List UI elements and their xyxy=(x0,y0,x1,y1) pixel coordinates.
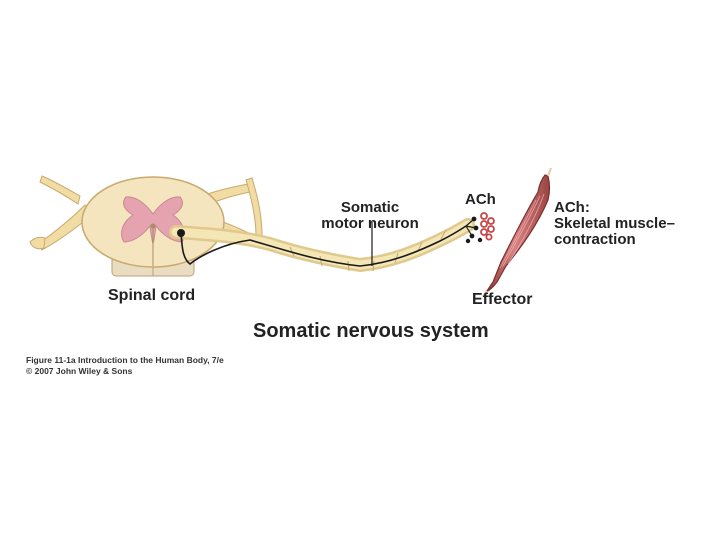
label-ach-effect-line2: Skeletal muscle– xyxy=(554,214,675,232)
label-spinal-cord: Spinal cord xyxy=(108,287,196,304)
label-ach-effect-line1: ACh: xyxy=(554,199,590,216)
label-ach-effect: ACh: Skeletal muscle– contraction xyxy=(554,200,675,247)
spinal-cord-section xyxy=(81,176,225,277)
caption-line1: Figure 11-1a Introduction to the Human B… xyxy=(26,355,224,365)
label-somatic-line1: Somatic xyxy=(340,199,400,216)
label-ach-vesicles: ACh xyxy=(465,191,496,208)
skeletal-muscle xyxy=(482,167,552,297)
ach-vesicles xyxy=(480,212,495,241)
figure-caption: Figure 11-1a Introduction to the Human B… xyxy=(26,355,224,377)
label-effector: Effector xyxy=(472,291,533,308)
motor-axon xyxy=(180,225,467,267)
somatic-motor-nerve xyxy=(169,218,475,273)
motor-neuron-cell-body xyxy=(177,229,185,237)
axon-terminals xyxy=(465,216,483,244)
caption-line2: © 2007 John Wiley & Sons xyxy=(26,366,133,377)
diagram-title: Somatic nervous system xyxy=(253,320,489,342)
label-somatic-line2: motor neuron xyxy=(321,214,419,232)
label-somatic-motor-neuron: Somatic motor neuron xyxy=(313,200,427,232)
myelin-sheath-nodes xyxy=(289,229,447,272)
label-ach-effect-line3: contraction xyxy=(554,230,636,248)
